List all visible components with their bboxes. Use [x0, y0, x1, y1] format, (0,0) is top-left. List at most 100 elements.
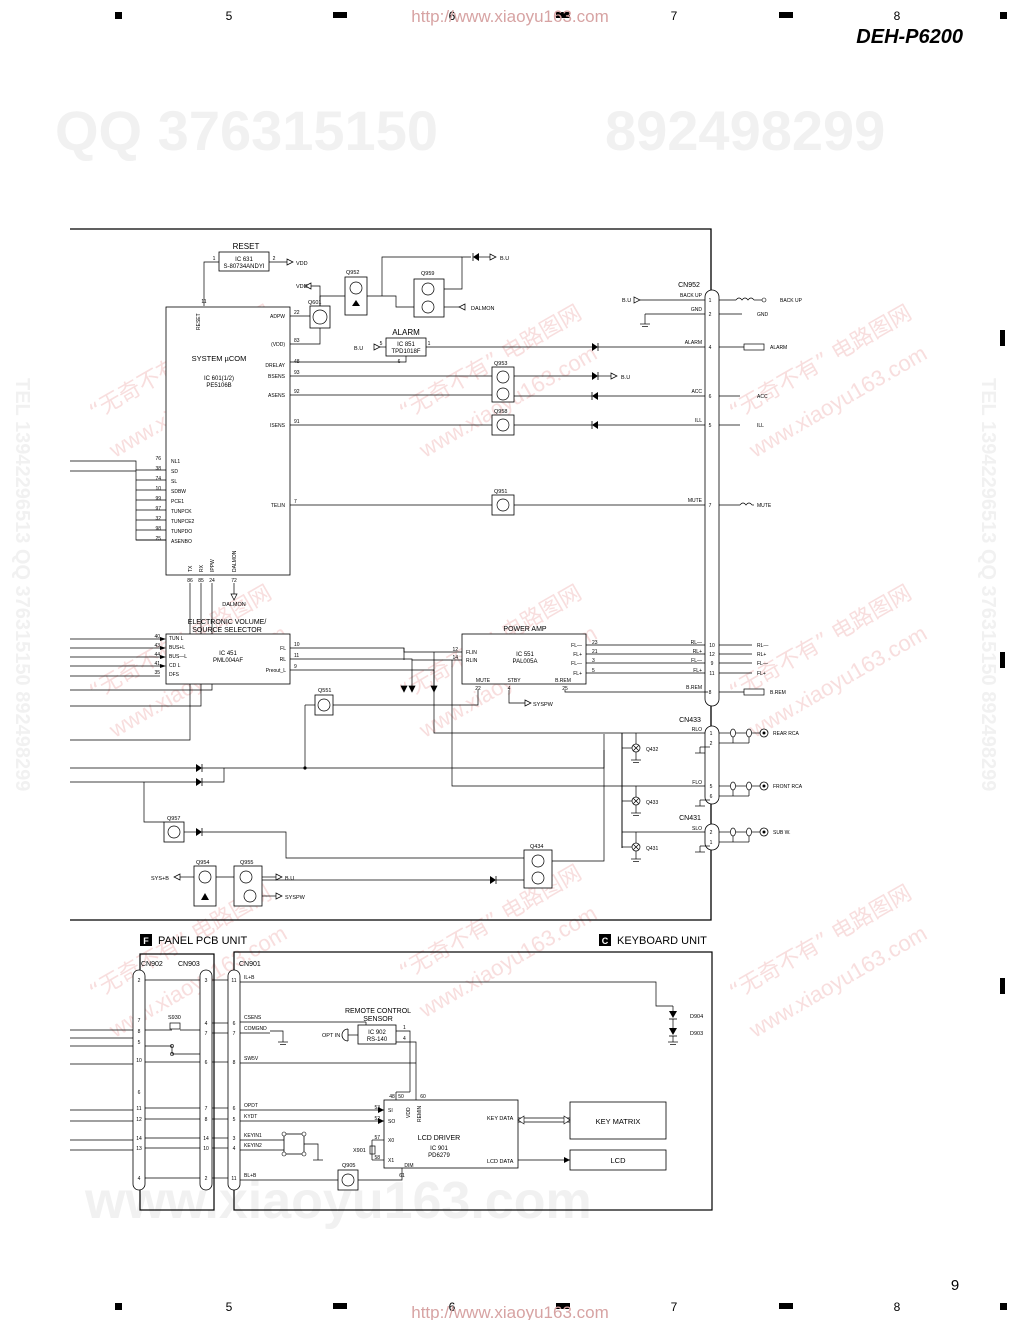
watermark-tel-left: TEL 13942296513 QQ 376315150 892498299 — [11, 378, 33, 791]
reset-ic-label: IC 631 — [235, 257, 253, 263]
cn903-pin-number: 10 — [203, 1146, 209, 1152]
remote-pin4: 4 — [403, 1036, 406, 1042]
ucom-pin-label: SL — [171, 479, 177, 485]
cn952-speaker-label: RL— — [691, 640, 702, 646]
terminal-icon — [761, 297, 767, 303]
power-amp-pin-label: FL+ — [573, 671, 582, 677]
rca-signal-label: RLO — [692, 727, 702, 733]
ir-sensor-icon — [341, 1028, 349, 1042]
rca-jack-pin — [762, 784, 766, 788]
column-number: 8 — [894, 1300, 901, 1314]
evol-pin-label: Preout_L — [266, 668, 287, 674]
lcd-pin-label: SI — [388, 1108, 393, 1114]
wire — [632, 843, 640, 851]
ucom-pin-label: TUNPCE2 — [171, 519, 195, 525]
q957-label: Q957 — [167, 816, 180, 822]
mute-transistor-label: Q431 — [646, 846, 658, 852]
cn902-pin-number: 4 — [138, 1176, 141, 1182]
cn431-body — [704, 823, 720, 851]
s930-switch — [169, 1022, 181, 1030]
sysb-label: SYS+B — [151, 876, 169, 882]
cn901-pin-number: 5 — [233, 1117, 236, 1123]
q958-transistor — [491, 414, 515, 436]
x901-label: X901 — [353, 1148, 366, 1154]
key-switch-icon — [283, 1133, 305, 1155]
power-amp-box — [461, 633, 587, 685]
power-amp-pin-number: 12 — [452, 647, 458, 653]
cn952-external-label: B.REM — [770, 690, 786, 696]
evol-pin-number: 9 — [294, 664, 297, 670]
lcd-pin-number: 53 — [374, 1105, 380, 1111]
evol-ic: IC 451 — [219, 651, 237, 657]
ucom-pin-number: 24 — [209, 578, 215, 584]
mute-transistor-label: Q432 — [646, 747, 658, 753]
ic902-label: IC 902 — [368, 1030, 386, 1036]
watermark-tel-right: TEL 13942296513 QQ 376315150 892498299 — [977, 378, 999, 791]
ucom-pin-number: 99 — [155, 496, 161, 502]
cn903-pin-number: 8 — [205, 1117, 208, 1123]
q954-label: Q954 — [196, 860, 209, 866]
q952-transistor — [344, 276, 368, 316]
lcd-driver-box — [383, 1099, 519, 1169]
alarm-title: ALARM — [392, 328, 420, 337]
watermark-qq: QQ 376315150 — [55, 99, 438, 162]
evol-pin-label: DFS — [169, 672, 180, 678]
ucom-pin-label: IPPW — [210, 559, 216, 572]
keyboard-tag: C — [602, 936, 609, 946]
ucom-pin-label: DRELAY — [265, 363, 285, 369]
power-amp-ic: IC 551 — [516, 652, 534, 658]
power-amp-part: PAL005A — [513, 659, 538, 665]
keyboard-signal-label: KEYIN1 — [244, 1133, 262, 1139]
q959-transistor — [413, 278, 445, 318]
rca-signal-label: SLO — [692, 826, 702, 832]
ucom-pin-number: 74 — [155, 476, 161, 482]
cn901-body — [227, 969, 241, 1191]
keyboard-signal-label: KYDT — [244, 1114, 257, 1120]
cn902-pin-number: 6 — [138, 1090, 141, 1096]
column-number: 6 — [449, 1300, 456, 1314]
reset-ic-box — [218, 251, 270, 272]
registration-mark — [333, 1303, 347, 1309]
keyboard-signal-label: CSENS — [244, 1015, 262, 1021]
power-amp-pin-number: 21 — [592, 649, 598, 655]
q434-transistor — [523, 849, 553, 889]
column-number: 5 — [226, 1300, 233, 1314]
bu-q955-label: B.U — [285, 876, 294, 882]
power-amp-pin-number: 4 — [508, 686, 511, 692]
cn952-pin-number: 1 — [709, 298, 712, 304]
alarm-pin5: 5 — [380, 341, 383, 347]
lcd-label: LCD — [610, 1156, 626, 1165]
rca-pin-number: 1 — [710, 731, 713, 737]
q954-transistor — [193, 865, 217, 907]
ucom-pin-label: ADPW — [270, 314, 285, 320]
cn952-body — [704, 289, 720, 707]
cn952-pin-number: 12 — [709, 652, 715, 658]
evol-pin-number: 40 — [154, 634, 160, 640]
keyboard-signal-label: IL+B — [244, 975, 255, 981]
sense-transistors: Q953 B.U Q958 Q951 — [290, 361, 708, 516]
cn952-pin-number: 10 — [709, 643, 715, 649]
power-amp-pin-label: B.REM — [555, 678, 571, 684]
dalmon-label: DALMON — [222, 602, 246, 608]
cn903-pin-number: 6 — [205, 1060, 208, 1066]
d903-label: D903 — [690, 1031, 703, 1037]
panel-left-bus — [70, 1029, 133, 1151]
cn903-title: CN903 — [178, 961, 200, 968]
cn902-pin-number: 8 — [138, 1029, 141, 1035]
wire — [632, 744, 640, 752]
column-number: 7 — [671, 1300, 678, 1314]
rca-pin-number: 5 — [710, 784, 713, 790]
q955-label: Q955 — [240, 860, 253, 866]
ucom-pin-label: NL1 — [171, 459, 180, 465]
cn901-title: CN901 — [239, 961, 261, 968]
alarm-bu: B.U — [354, 346, 363, 352]
key-matrix-label: KEY MATRIX — [596, 1117, 641, 1126]
keyboard-signal-wires: IL+BCSENSCOMGNDSW5VOPDTKYDTKEYIN1KEYIN2B… — [240, 975, 416, 1179]
registration-mark — [333, 12, 347, 18]
